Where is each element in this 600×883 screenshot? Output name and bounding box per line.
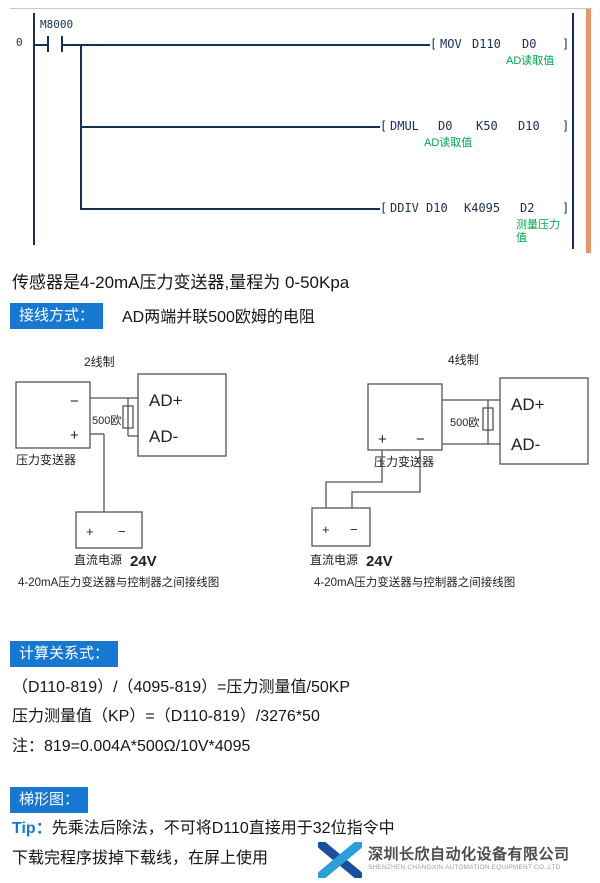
contact-bar-left — [47, 36, 49, 52]
calc-formula-1: （D110-819）/（4095-819）=压力测量值/50KP — [12, 679, 351, 696]
instr1-bracket-open: [ — [430, 37, 438, 51]
resistor-label: 500欧 — [92, 414, 121, 427]
instr3-comment: 测量压力值 — [516, 219, 560, 244]
instr1-operand2: D0 — [522, 37, 537, 51]
wiring-section-tag: 接线方式： — [10, 303, 104, 329]
instr2-comment: AD读取值 — [424, 137, 473, 149]
rung1-wire — [63, 44, 430, 46]
instr3-operand1: D10 — [426, 201, 448, 215]
company-name-cn: 深圳长欣自动化设备有限公司 — [368, 846, 570, 863]
diagram-title: 2线制 — [84, 355, 115, 369]
power-minus: − — [118, 524, 126, 539]
instr2-operand3: D10 — [518, 119, 540, 133]
power-supply-box — [311, 507, 371, 547]
ad-plus-label: AD+ — [149, 391, 183, 410]
instr2-bracket-open: [ — [380, 119, 388, 133]
terminal-plus: + — [70, 427, 79, 444]
power-plus: + — [322, 522, 330, 537]
tip-line-2: 下载完程序拔掉下载线，在屏上使用 — [12, 850, 269, 867]
instr2-opcode: DMUL — [390, 119, 419, 133]
power-plus: + — [86, 524, 94, 539]
transmitter-label: 压力变送器 — [374, 454, 434, 469]
transmitter-box — [367, 383, 443, 451]
dc-power-label: 直流电源 — [74, 553, 122, 567]
instr2-bracket-close: ] — [562, 119, 570, 133]
ladder-section-tag: 梯形图： — [10, 787, 89, 813]
dc-voltage: 24V — [130, 553, 157, 570]
instr3-operand3: D2 — [520, 201, 535, 215]
ladder-wire — [33, 44, 47, 46]
contact-bar-right — [61, 36, 63, 52]
ad-minus-label: AD- — [149, 427, 178, 446]
resistor-symbol — [122, 405, 134, 429]
rung-step-number: 0 — [16, 36, 23, 49]
dc-power-label: 直流电源 — [310, 553, 358, 567]
transmitter-label: 压力变送器 — [16, 452, 76, 467]
ad-minus-label: AD- — [511, 435, 540, 454]
instr3-bracket-open: [ — [380, 201, 388, 215]
contact-label: M8000 — [40, 18, 74, 31]
plc-ladder-screenshot: 0 M8000 [ MOV D110 D0 ] AD读取值 [ DMUL D0 … — [10, 8, 592, 253]
instr1-comment: AD读取值 — [506, 55, 555, 67]
rung2-wire — [80, 126, 380, 128]
terminal-minus: − — [416, 431, 425, 448]
terminal-plus: + — [378, 431, 387, 448]
editor-scrollbar — [586, 9, 591, 253]
power-supply-box — [75, 511, 143, 549]
transmitter-box — [15, 381, 91, 449]
terminal-minus: − — [70, 393, 79, 410]
company-name-en: SHENZHEN CHANGXIN AUTOMATION EQUIPMENT C… — [368, 864, 561, 871]
rung3-wire — [80, 208, 380, 210]
instr3-bracket-close: ] — [562, 201, 570, 215]
company-logo-icon — [318, 842, 362, 878]
instr2-operand2: K50 — [476, 119, 498, 133]
sensor-description: 传感器是4-20mA压力变送器,量程为 0-50Kpa — [12, 273, 350, 292]
instr1-operand1: D110 — [472, 37, 501, 51]
calc-formula-2: 压力测量值（KP）=（D110-819）/3276*50 — [12, 708, 320, 725]
instr1-opcode: MOV — [440, 37, 462, 51]
wiring-diagram-4wire: 4线制 + − 压力变送器 AD+ AD- 500欧 + − 直流电源 24V … — [310, 353, 589, 589]
diagram-caption: 4-20mA压力变送器与控制器之间接线图 — [314, 575, 515, 589]
instr1-bracket-close: ] — [562, 37, 570, 51]
left-power-rail — [33, 13, 35, 245]
power-wire-plus — [325, 450, 383, 508]
diagram-title: 4线制 — [448, 353, 479, 367]
tip-line: Tip：先乘法后除法，不可将D110直接用于32位指令中 — [12, 818, 395, 839]
instr3-operand2: K4095 — [464, 201, 501, 215]
resistor-symbol — [482, 407, 494, 431]
ad-input-box — [499, 377, 589, 465]
ad-plus-label: AD+ — [511, 395, 545, 414]
ad-input-box — [137, 373, 227, 457]
diagram-caption: 4-20mA压力变送器与控制器之间接线图 — [18, 575, 219, 589]
right-power-rail — [572, 13, 574, 249]
tip-text: 先乘法后除法，不可将D110直接用于32位指令中 — [51, 820, 395, 837]
calc-section-tag: 计算关系式： — [10, 641, 119, 667]
calc-note: 注：819=0.004A*500Ω/10V*4095 — [12, 738, 251, 755]
wiring-diagram-2wire: 2线制 − + 压力变送器 AD+ AD- 500欧 + − 直流电源 24V … — [15, 355, 227, 589]
power-wire-minus — [351, 450, 421, 508]
resistor-label: 500欧 — [450, 416, 479, 429]
tip-label: Tip： — [12, 820, 52, 837]
instr3-opcode: DDIV — [390, 201, 419, 215]
power-minus: − — [350, 522, 358, 537]
instr2-operand1: D0 — [438, 119, 453, 133]
wiring-description: AD两端并联500欧姆的电阻 — [122, 309, 315, 326]
dc-voltage: 24V — [366, 553, 393, 570]
